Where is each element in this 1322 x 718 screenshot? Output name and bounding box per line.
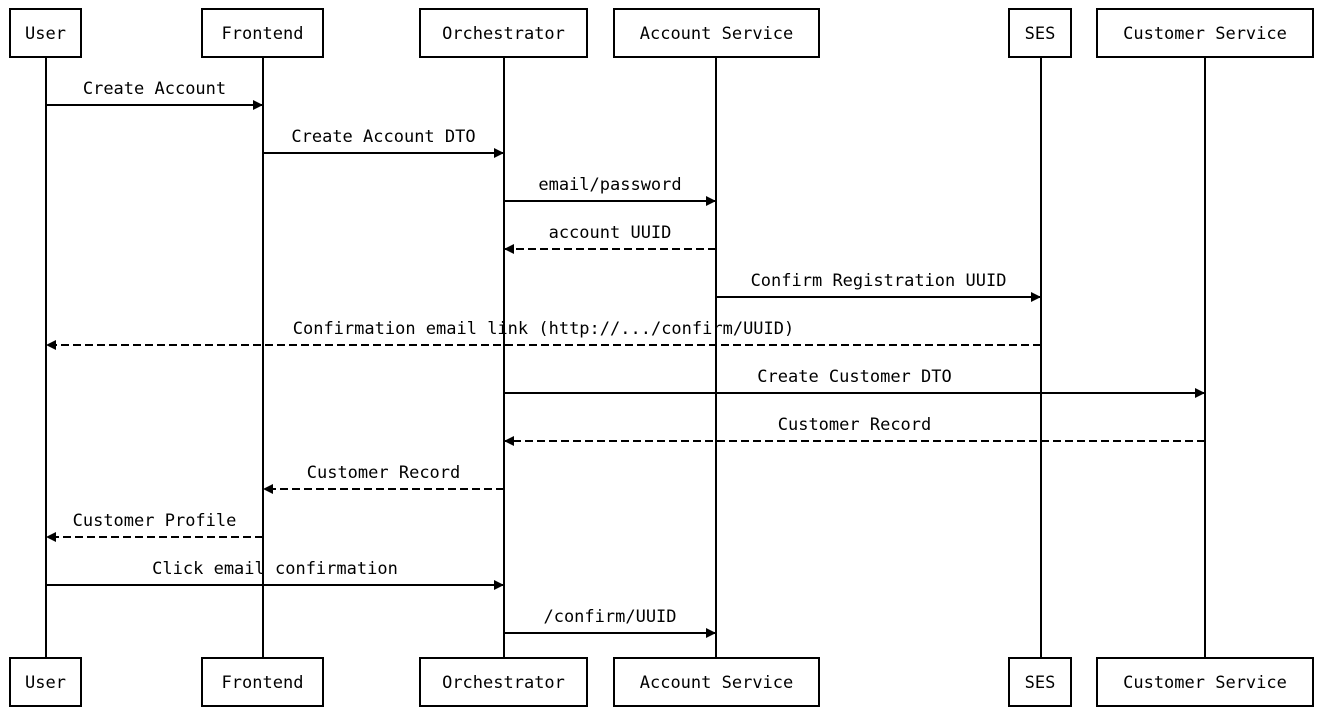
participant-label: Frontend [222, 24, 304, 44]
message-3: email/password [504, 175, 716, 206]
participant-account-top: Account Service [613, 8, 820, 58]
message-label: Create Account DTO [291, 127, 475, 147]
message-2: Create Account DTO [263, 127, 504, 158]
participant-box [419, 657, 588, 707]
participant-frontend-bottom: Frontend [201, 657, 324, 707]
message-label: /confirm/UUID [543, 607, 676, 627]
participant-label: User [25, 673, 66, 693]
participant-box [419, 8, 588, 58]
participant-label: Frontend [222, 673, 304, 693]
participant-box [1096, 8, 1314, 58]
message-label: Click email confirmation [152, 559, 398, 579]
participant-label: Account Service [640, 24, 794, 44]
message-label: Customer Record [778, 415, 932, 435]
participant-orchestrator-bottom: Orchestrator [419, 657, 588, 707]
message-12: /confirm/UUID [504, 607, 716, 638]
participant-box [1008, 657, 1072, 707]
participant-box [613, 657, 820, 707]
participant-label: User [25, 24, 66, 44]
message-10: Customer Profile [46, 511, 263, 542]
message-label: email/password [538, 175, 681, 195]
participant-label: Orchestrator [442, 673, 565, 693]
message-label: Create Customer DTO [757, 367, 951, 387]
participant-orchestrator-top: Orchestrator [419, 8, 588, 58]
participant-box [9, 657, 82, 707]
participant-box [201, 8, 324, 58]
participant-box [1008, 8, 1072, 58]
message-label: account UUID [549, 223, 672, 243]
message-7: Create Customer DTO [504, 367, 1205, 398]
message-11: Click email confirmation [46, 559, 504, 590]
participant-box [1096, 657, 1314, 707]
participant-ses-top: SES [1008, 8, 1072, 58]
participant-box [613, 8, 820, 58]
participant-box [9, 8, 82, 58]
participant-ses-bottom: SES [1008, 657, 1072, 707]
message-label: Customer Profile [73, 511, 237, 531]
participant-label: Customer Service [1123, 24, 1287, 44]
message-4: account UUID [504, 223, 716, 254]
participant-frontend-top: Frontend [201, 8, 324, 58]
message-label: Create Account [83, 79, 226, 99]
message-1: Create Account [46, 79, 263, 110]
participant-label: SES [1025, 673, 1056, 693]
participant-customer-bottom: Customer Service [1096, 657, 1314, 707]
message-label: Customer Record [307, 463, 461, 483]
message-label: Confirmation email link (http://.../conf… [293, 319, 795, 339]
message-label: Confirm Registration UUID [751, 271, 1007, 291]
participant-box [201, 657, 324, 707]
message-5: Confirm Registration UUID [716, 271, 1041, 302]
participant-label: SES [1025, 24, 1056, 44]
participant-user-top: User [9, 8, 82, 58]
participant-account-bottom: Account Service [613, 657, 820, 707]
message-9: Customer Record [263, 463, 504, 494]
participant-label: Account Service [640, 673, 794, 693]
participant-customer-top: Customer Service [1096, 8, 1314, 58]
participant-label: Orchestrator [442, 24, 565, 44]
participant-label: Customer Service [1123, 673, 1287, 693]
message-6: Confirmation email link (http://.../conf… [46, 319, 1041, 350]
participant-user-bottom: User [9, 657, 82, 707]
message-8: Customer Record [504, 415, 1205, 446]
